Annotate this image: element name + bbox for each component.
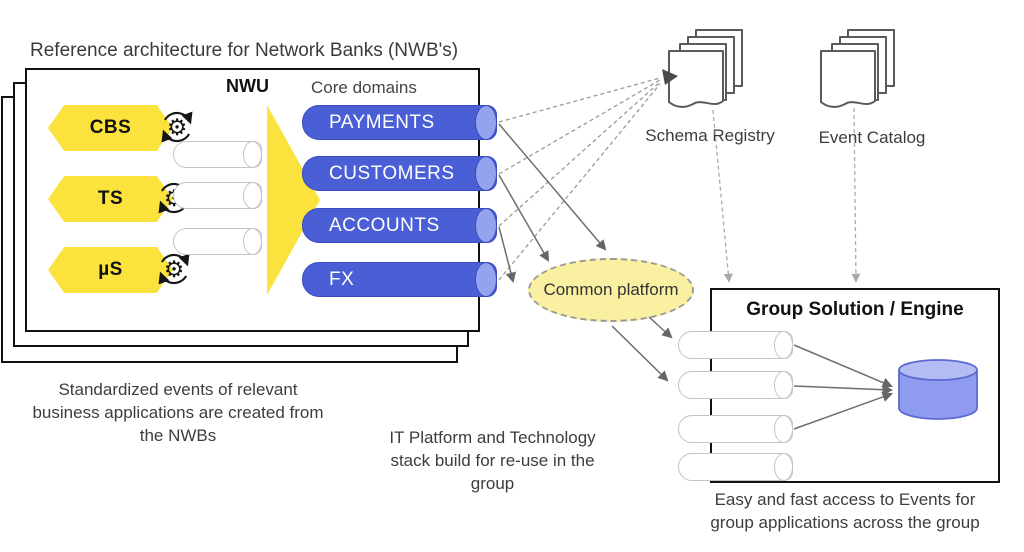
domain-cylinder-customers: CUSTOMERS [302, 156, 497, 191]
process-gear-icon: ⚙ [158, 253, 190, 285]
domain-label-payments: PAYMENTS [329, 111, 435, 133]
source-shape-ts: TS [48, 176, 173, 222]
domain-cylinder-payments: PAYMENTS [302, 105, 497, 140]
nwb-caption: Standardized events of relevant business… [32, 380, 324, 445]
nwu-label: NWU [226, 76, 269, 96]
event-pipe [173, 228, 262, 255]
domain-label-accounts: ACCOUNTS [329, 214, 440, 236]
core-domains-label: Core domains [311, 78, 417, 97]
common-platform-label: Common platform [543, 280, 679, 299]
group-event-pipe [678, 371, 793, 399]
group-event-pipe [678, 453, 793, 481]
group-event-pipe [678, 415, 793, 443]
platform-caption: IT Platform and Technology stack build f… [389, 428, 596, 493]
domain-cylinder-accounts: ACCOUNTS [302, 208, 497, 243]
database-cylinder-icon [898, 359, 978, 420]
event-catalog-docs-icon [820, 29, 895, 108]
process-gear-icon: ⚙ [161, 111, 193, 143]
event-catalog-label: Event Catalog [818, 128, 926, 147]
event-pipe [173, 182, 262, 209]
svg-text:⚙: ⚙ [164, 257, 185, 283]
diagram-title: Reference architecture for Network Banks… [30, 40, 459, 61]
svg-text:⚙: ⚙ [167, 115, 188, 141]
source-label-cbs: CBS [89, 117, 132, 138]
common-platform-ellipse: Common platform [528, 258, 694, 322]
group-solution-title: Group Solution / Engine [746, 299, 964, 320]
domain-label-customers: CUSTOMERS [329, 162, 455, 184]
group-caption: Easy and fast access to Events for group… [710, 490, 980, 532]
event-pipe [173, 141, 262, 168]
schema-registry-label: Schema Registry [645, 126, 775, 145]
schema-registry-docs-icon [668, 29, 743, 108]
group-event-pipe [678, 331, 793, 359]
domain-cylinder-fx: FX [302, 262, 497, 297]
source-label-us: µS [98, 259, 123, 280]
source-label-ts: TS [97, 188, 124, 209]
source-shape-us: µS [48, 247, 173, 293]
source-shape-cbs: CBS [48, 105, 173, 151]
domain-label-fx: FX [329, 268, 355, 290]
